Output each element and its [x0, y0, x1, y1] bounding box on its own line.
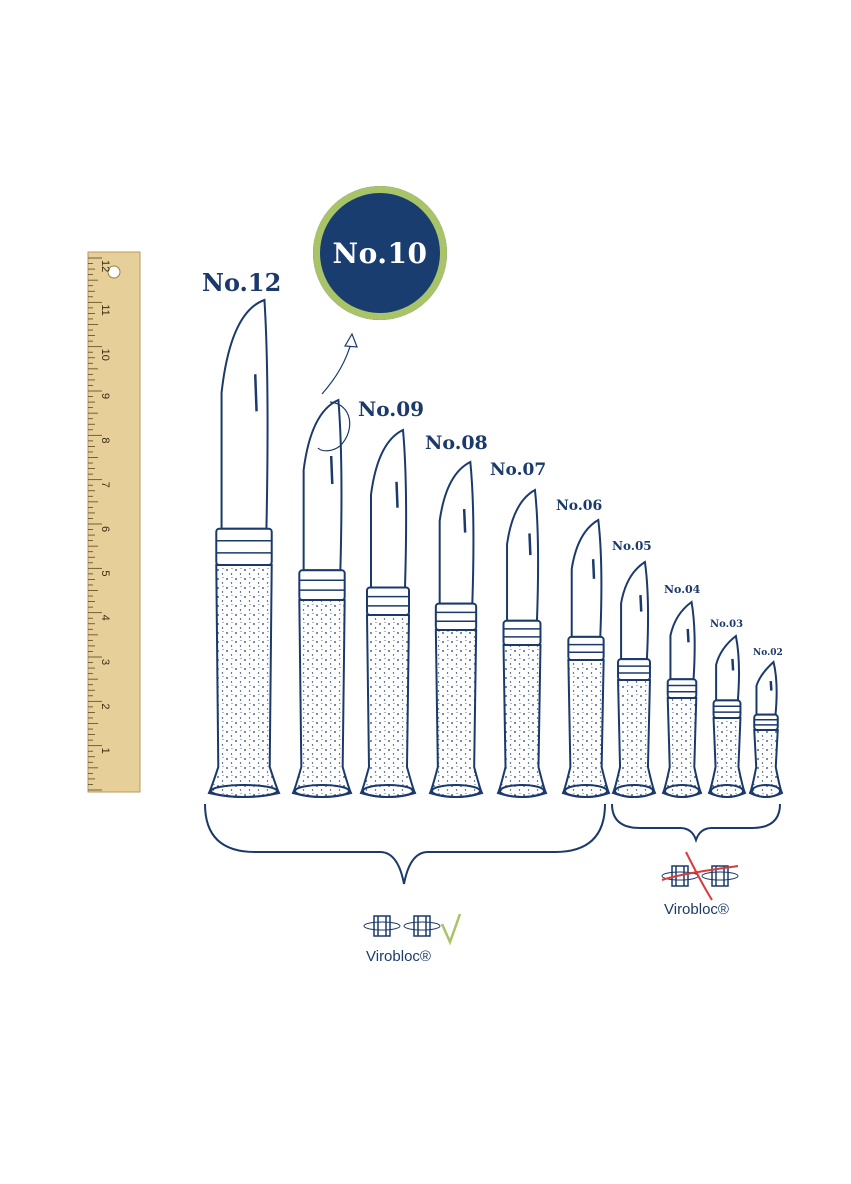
ruler-number: 2: [99, 703, 111, 709]
knife-drawing: [707, 634, 747, 798]
knife-ferrule: [712, 699, 742, 720]
knife-label-no02: No.02: [753, 648, 783, 658]
virobloc-ring-icon: [363, 915, 401, 937]
knife-drawing: [496, 488, 548, 798]
knife-drawing: [291, 398, 353, 798]
knife-blade: [715, 634, 740, 702]
knife-blade: [669, 600, 696, 681]
ruler-number: 12: [99, 260, 111, 272]
knife-drawing: [661, 600, 703, 798]
knife-handle: [428, 629, 484, 798]
check-icon: [440, 913, 462, 946]
brace-small: [611, 803, 781, 844]
ruler-number: 11: [99, 304, 111, 315]
knife-label-no05: No.05: [612, 539, 652, 553]
knife-blade: [370, 428, 408, 589]
knife-ferrule: [617, 658, 651, 681]
knife-blade: [506, 488, 540, 622]
cross-icon: [661, 851, 739, 901]
ruler-number: 3: [99, 659, 111, 665]
knife-handle: [611, 679, 657, 798]
knife-label-no04: No.04: [664, 583, 701, 596]
virobloc-ring-icon: [701, 865, 739, 887]
knife-blade: [570, 518, 603, 638]
no10-badge: No.10: [313, 186, 447, 320]
knife-ferrule: [434, 602, 478, 631]
virobloc-ring-icon: [403, 915, 441, 937]
knife-drawing: [428, 460, 484, 798]
ruler-number: 6: [99, 526, 111, 532]
knife-ferrule: [753, 713, 779, 731]
knife-blade: [438, 460, 475, 605]
knife-ferrule: [567, 635, 605, 662]
knife-handle: [496, 644, 548, 798]
knife-handle: [207, 564, 281, 798]
badge-label: No.10: [332, 236, 428, 270]
knife-label-no12: No.12: [202, 268, 282, 297]
knife-ferrule: [298, 569, 346, 601]
knife-ferrule: [666, 678, 698, 699]
knife-drawing: [359, 428, 417, 798]
ruler-hole: [107, 265, 121, 279]
knife-blade: [302, 398, 343, 572]
ruler-ticks: [88, 257, 102, 791]
knife-drawing: [611, 560, 657, 798]
knife-label-no09: No.09: [358, 397, 425, 421]
knife-label-no06: No.06: [556, 498, 603, 514]
ruler-number: 1: [99, 748, 111, 754]
knife-handle: [359, 614, 417, 798]
knife-ferrule: [215, 527, 273, 567]
ruler-number: 9: [99, 393, 111, 399]
knife-blade: [620, 560, 650, 661]
pointer-arrowhead: [344, 332, 358, 348]
knife-handle: [661, 697, 703, 798]
knife-drawing: [561, 518, 611, 798]
knife-label-no07: No.07: [490, 460, 547, 480]
virobloc-label-group1: Virobloc®: [366, 948, 431, 965]
knife-label-no03: No.03: [710, 619, 744, 630]
knife-drawing: [207, 298, 281, 798]
ruler-number: 5: [99, 570, 111, 576]
ruler-number: 7: [99, 482, 111, 488]
knife-handle: [291, 599, 353, 798]
ruler-number: 8: [99, 437, 111, 443]
brace-large: [204, 803, 606, 885]
knife-ferrule: [366, 586, 410, 616]
knife-blade: [755, 660, 778, 716]
pointer-loop: [317, 401, 351, 452]
knife-ferrule: [502, 619, 542, 646]
knife-handle: [561, 659, 611, 798]
virobloc-label-group2: Virobloc®: [664, 901, 729, 918]
knife-drawing: [748, 660, 784, 798]
ruler-number: 10: [99, 349, 111, 361]
knife-blade: [220, 298, 269, 530]
pointer-arrow: [321, 339, 353, 395]
ruler-number: 4: [99, 615, 111, 621]
knife-label-no08: No.08: [425, 432, 488, 454]
